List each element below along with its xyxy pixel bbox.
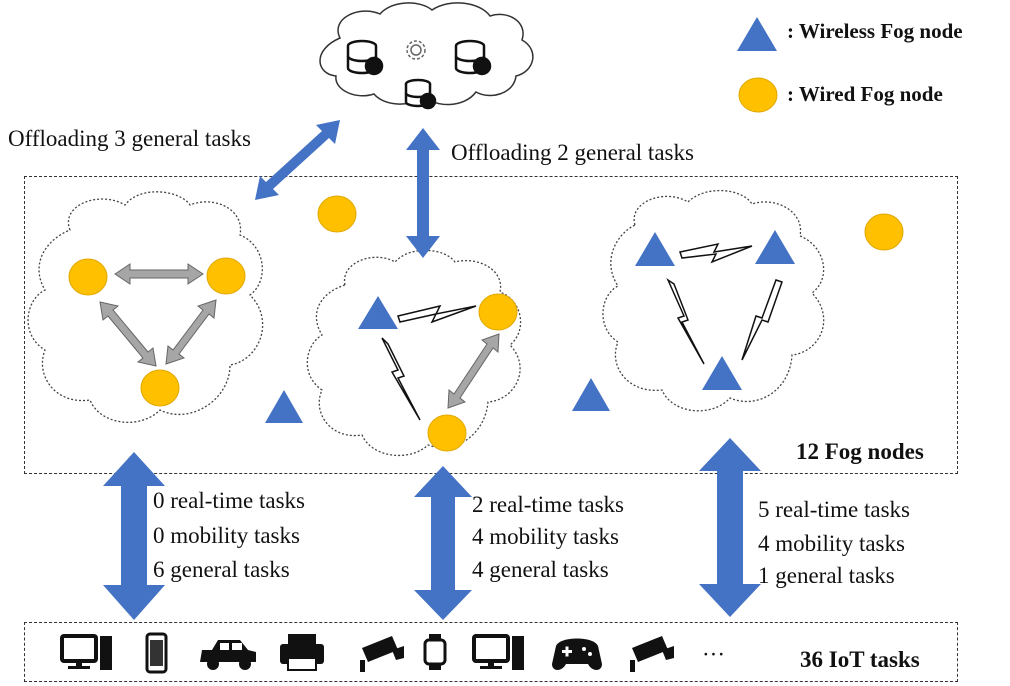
legend-wireless-label: : Wireless Fog node (787, 19, 963, 43)
wireless-node (755, 230, 795, 264)
cluster-1-realtime: 0 real-time tasks (153, 488, 306, 513)
task-arrow-right (699, 438, 761, 617)
iot-region-label: 36 IoT tasks (800, 647, 920, 672)
lightning-link (381, 304, 477, 421)
car-icon (200, 640, 256, 670)
cluster-1-mobility: 0 mobility tasks (153, 523, 300, 548)
iot-ellipsis: ··· (702, 642, 725, 667)
task-arrow-left (103, 452, 165, 620)
wired-fog-nodes (68, 77, 904, 452)
wireless-node (635, 232, 675, 266)
cloud-server (319, 2, 534, 110)
printer-icon (280, 634, 324, 671)
cluster-2-mobility: 4 mobility tasks (472, 524, 619, 549)
gamepad-icon (552, 638, 602, 670)
desktop-icon (472, 634, 524, 670)
camera-icon (360, 636, 404, 672)
offload-arrow-left (255, 120, 340, 200)
cluster-3-mobility: 4 mobility tasks (758, 531, 905, 556)
wireless-node (265, 390, 303, 423)
cluster-3-realtime: 5 real-time tasks (758, 497, 911, 522)
wired-node (427, 414, 467, 452)
wired-node (864, 213, 904, 251)
database-icon (454, 39, 492, 76)
legend-wired-label: : Wired Fog node (787, 82, 943, 106)
wired-node (317, 195, 357, 233)
legend-wired-node (738, 77, 778, 113)
cluster-2-general: 4 general tasks (472, 557, 609, 582)
camera-icon (630, 636, 674, 672)
smartwatch-icon (423, 634, 447, 670)
fog-region-label: 12 Fog nodes (796, 439, 924, 464)
cluster-1-general: 6 general tasks (153, 557, 290, 582)
wireless-node (572, 378, 610, 411)
wireless-fog-nodes (265, 17, 795, 423)
iot-region (24, 622, 958, 682)
cluster-3-general: 1 general tasks (758, 563, 895, 588)
gray-link (99, 263, 217, 367)
wired-node (206, 257, 246, 295)
fog-region (24, 176, 958, 474)
lightning-link (666, 242, 783, 365)
fog-cluster-2 (306, 249, 522, 457)
wireless-node (702, 356, 742, 390)
gray-link (447, 333, 500, 409)
database-icon (346, 39, 384, 76)
wireless-node (358, 296, 398, 329)
desktop-icon (60, 634, 112, 670)
cluster-2-realtime: 2 real-time tasks (472, 492, 625, 517)
offload-left-label: Offloading 3 general tasks (8, 126, 251, 151)
gear-icon (406, 40, 426, 60)
legend-wireless-node (737, 17, 777, 51)
wired-node (68, 258, 108, 296)
offload-arrow-right (406, 128, 440, 258)
wired-node (478, 293, 518, 331)
database-icon (404, 78, 437, 110)
task-arrow-middle (414, 466, 472, 620)
offload-right-label: Offloading 2 general tasks (451, 140, 694, 165)
wired-node (140, 369, 180, 407)
smartphone-icon (145, 632, 168, 674)
fog-cluster-1 (27, 191, 264, 423)
